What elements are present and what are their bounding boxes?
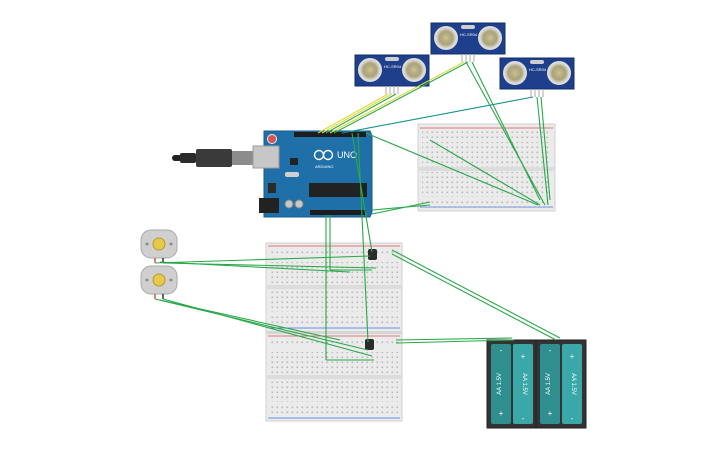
battery-plus-label: + [548, 409, 553, 418]
wire-green [159, 299, 341, 341]
wire-green [365, 132, 539, 206]
sensor-label: HC-SR04 [529, 67, 547, 72]
wire-green [357, 132, 369, 343]
wire-green [395, 339, 515, 344]
wire-green [540, 96, 551, 201]
wire-yellow [317, 93, 389, 134]
wires[interactable] [154, 61, 561, 361]
breadboard-large[interactable] [265, 242, 403, 422]
battery-minus-label: - [500, 346, 503, 355]
battery-pack-2[interactable]: AA 1.5V AA 1.5V - + + - [535, 339, 587, 429]
wire-yellow [329, 61, 465, 134]
wire-green [471, 61, 541, 201]
wire-green [429, 139, 541, 206]
sensor-label: HC-SR04 [460, 32, 478, 37]
battery-label: AA 1.5V [497, 373, 503, 395]
wire-green [371, 201, 431, 215]
wire-green [391, 249, 561, 339]
arduino-model-label: UNO [337, 150, 357, 160]
dc-motor-1[interactable] [140, 229, 178, 263]
breadboard-small[interactable] [417, 123, 556, 212]
battery-plus-label: + [499, 409, 504, 418]
battery-label: AA 1.5V [546, 373, 552, 395]
transistor-2[interactable] [365, 339, 374, 350]
battery-label: AA 1.5V [570, 373, 576, 395]
wire-green [395, 337, 513, 341]
arduino-brand-label: ARDUINO [315, 164, 333, 169]
ultrasonic-sensor-2[interactable]: HC-SR04 [430, 22, 506, 62]
wire-green [465, 61, 546, 206]
battery-minus-label: - [549, 346, 552, 355]
ultrasonic-sensor-3[interactable]: HC-SR04 [499, 57, 575, 97]
battery-minus-label: - [571, 414, 574, 423]
sensor-label: HC-SR04 [384, 64, 402, 69]
dc-motor-2[interactable] [140, 265, 178, 299]
battery-label: AA 1.5V [521, 373, 527, 395]
wire-green [154, 255, 371, 264]
wire-green [351, 132, 373, 253]
wire-green [154, 298, 369, 351]
arduino-uno-board[interactable]: UNO ARDUINO [252, 130, 373, 218]
battery-plus-label: + [521, 352, 526, 361]
wire-green [325, 93, 397, 134]
battery-minus-label: - [522, 414, 525, 423]
wire-green [391, 253, 557, 341]
wire-green [333, 61, 469, 134]
arduino-logo-icon [313, 149, 334, 161]
wire-green [159, 261, 351, 273]
battery-pack-1[interactable]: AA 1.5V AA 1.5V - + + - [486, 339, 538, 429]
wire-teal [341, 96, 534, 134]
ultrasonic-sensor-1[interactable]: HC-SR04 [354, 54, 430, 94]
wire-green [536, 96, 549, 206]
battery-plus-label: + [570, 352, 575, 361]
transistor-1[interactable] [368, 249, 377, 260]
wire-yellow [321, 93, 393, 134]
usb-cable[interactable] [172, 149, 254, 167]
